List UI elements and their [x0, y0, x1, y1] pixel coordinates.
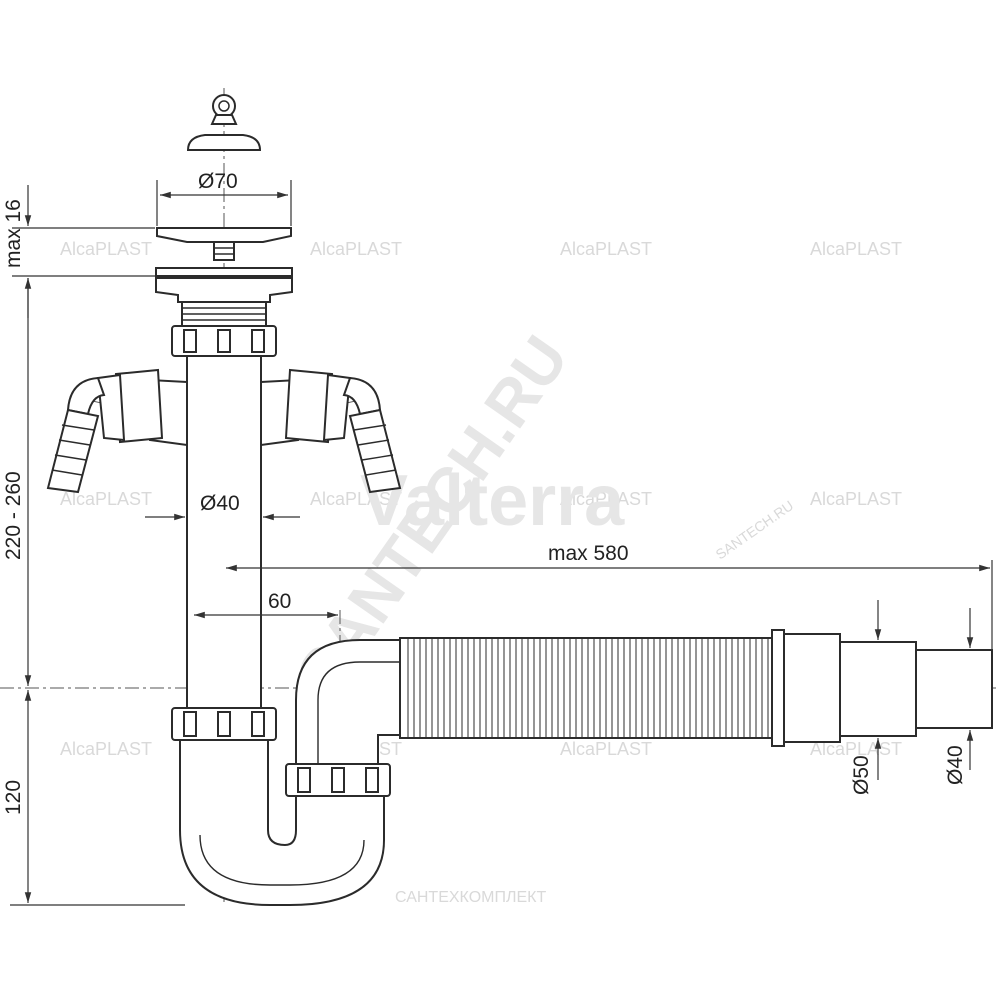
santech-ru-small-watermark: SANTECH.RU: [713, 497, 797, 562]
alcaplast-watermark: AlcaPLAST: [60, 739, 152, 759]
right-hose-connector: [260, 368, 402, 494]
alcaplast-watermark: AlcaPLAST: [560, 739, 652, 759]
dimension-labels: Ø70 max 16 220 - 260 120 Ø40 max 580 60 …: [2, 170, 967, 815]
alcaplast-watermark: AlcaPLAST: [60, 239, 152, 259]
alcaplast-watermark: AlcaPLAST: [310, 239, 402, 259]
dim-max-580: max 580: [548, 542, 629, 565]
alcaplast-watermark: AlcaPLAST: [560, 239, 652, 259]
dim-height-120: 120: [2, 780, 25, 815]
corrugated-hose: [399, 637, 773, 739]
dim-max-16: max 16: [2, 199, 25, 268]
alcaplast-watermark: AlcaPLAST: [310, 489, 402, 509]
alcaplast-watermark: AlcaPLAST: [810, 239, 902, 259]
vertical-pipe: [186, 355, 262, 709]
left-hose-connector: [46, 368, 188, 494]
hose-corrugations: [407, 638, 769, 738]
santehkomplekt-watermark: САНТЕХКОМПЛЕКТ: [395, 889, 546, 906]
dim-height-220-260: 220 - 260: [2, 471, 25, 560]
alcaplast-watermark: AlcaPLAST: [60, 489, 152, 509]
alcaplast-watermark: AlcaPLAST: [560, 489, 652, 509]
valterra-watermark: Valterra: [360, 461, 625, 541]
outlet-adapter: [771, 629, 993, 747]
drain-grate: [155, 227, 293, 357]
dim-diameter-70: Ø70: [198, 170, 238, 193]
stopper: [186, 94, 262, 151]
dim-diameter-40-pipe: Ø40: [200, 492, 240, 515]
alcaplast-watermark: AlcaPLAST: [810, 489, 902, 509]
dim-diameter-40-outlet: Ø40: [944, 745, 967, 785]
dim-diameter-50: Ø50: [850, 755, 873, 795]
dimension-lines: [10, 180, 993, 906]
dim-offset-60: 60: [268, 590, 291, 613]
